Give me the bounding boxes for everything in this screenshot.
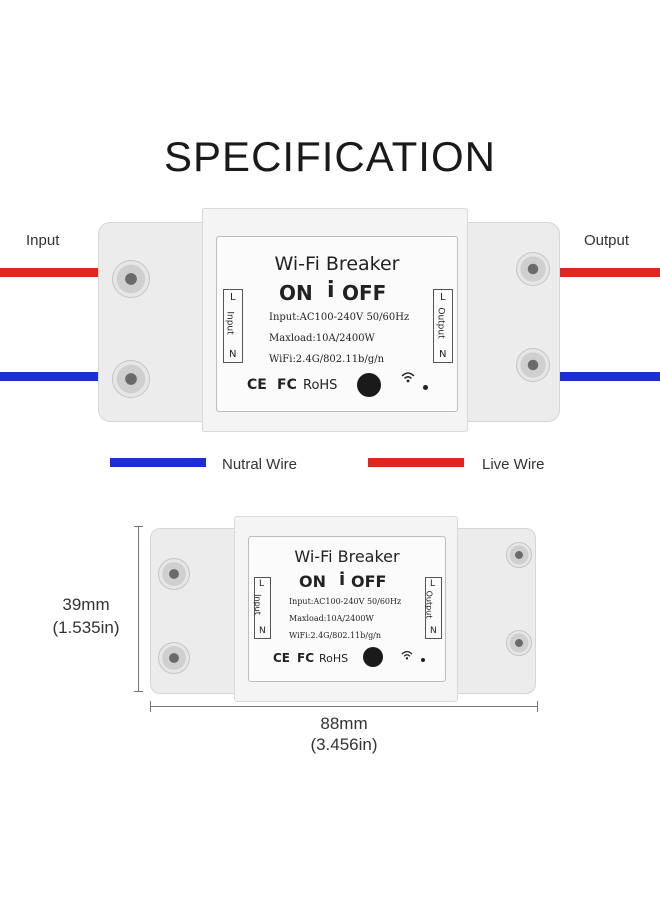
rohs-mark: RoHS bbox=[319, 652, 349, 665]
on-text: ON bbox=[279, 281, 313, 305]
output-terminal-label: L Output N bbox=[433, 289, 453, 363]
i-text: i bbox=[327, 278, 335, 303]
screw-hole bbox=[506, 542, 532, 568]
wifi-breaker-device-small: Wi-Fi Breaker ON i OFF Input:AC100-240V … bbox=[150, 516, 536, 702]
screw-hole bbox=[516, 252, 550, 286]
input-live-wire bbox=[0, 268, 110, 277]
input-terminal-label: L Input N bbox=[223, 289, 243, 363]
ce-mark: CE bbox=[273, 651, 291, 665]
spec-input: Input:AC100-240V 50/60Hz bbox=[269, 312, 410, 323]
height-dimension-line bbox=[138, 526, 139, 692]
width-dimension-tick bbox=[537, 701, 538, 712]
device-name: Wi-Fi Breaker bbox=[294, 547, 400, 566]
output-neutral-wire bbox=[552, 372, 660, 381]
wifi-icon bbox=[401, 647, 413, 665]
spec-input: Input:AC100-240V 50/60Hz bbox=[289, 597, 402, 606]
height-dimension-tick bbox=[134, 526, 143, 527]
fc-mark: FC bbox=[277, 377, 297, 393]
ce-mark: CE bbox=[247, 377, 267, 393]
input-neutral-wire bbox=[0, 372, 110, 381]
status-led bbox=[423, 385, 428, 390]
page-title: SPECIFICATION bbox=[164, 133, 496, 180]
on-text: ON bbox=[299, 572, 326, 591]
output-terminal-label: L Output N bbox=[424, 577, 442, 639]
width-dimension-line bbox=[150, 706, 538, 707]
label-panel: Wi-Fi Breaker ON i OFF Input:AC100-240V … bbox=[216, 236, 458, 412]
height-in: (1.535in) bbox=[52, 618, 120, 637]
screw-hole bbox=[516, 348, 550, 382]
pairing-button[interactable] bbox=[363, 647, 383, 667]
neutral-legend-label: Nutral Wire bbox=[222, 456, 298, 473]
pairing-button[interactable] bbox=[357, 373, 381, 397]
input-terminal-label: L Input N bbox=[253, 577, 271, 639]
width-in: (3.456in) bbox=[310, 735, 378, 754]
screw-hole bbox=[158, 642, 190, 674]
live-legend-swatch bbox=[368, 458, 464, 467]
spec-wifi: WiFi:2.4G/802.11b/g/n bbox=[289, 631, 382, 640]
off-text: OFF bbox=[342, 281, 387, 305]
height-dimension-tick bbox=[134, 691, 143, 692]
i-text: i bbox=[339, 569, 346, 590]
height-mm: 39mm bbox=[62, 595, 110, 614]
screw-hole bbox=[506, 630, 532, 656]
status-led bbox=[421, 658, 425, 662]
output-live-wire bbox=[552, 268, 660, 277]
width-mm: 88mm bbox=[320, 714, 368, 733]
device-name: Wi-Fi Breaker bbox=[274, 253, 400, 275]
screw-hole bbox=[158, 558, 190, 590]
spec-load: Maxload:10A/2400W bbox=[289, 614, 374, 623]
left-end-cap bbox=[98, 222, 210, 422]
output-label: Output bbox=[584, 232, 630, 249]
live-legend-label: Live Wire bbox=[482, 456, 545, 473]
wifi-breaker-device-large: Wi-Fi Breaker ON i OFF Input:AC100-240V … bbox=[98, 208, 560, 432]
neutral-legend-swatch bbox=[110, 458, 206, 467]
screw-hole bbox=[112, 360, 150, 398]
width-dimension-tick bbox=[150, 701, 151, 712]
fc-mark: FC bbox=[297, 651, 315, 665]
screw-hole bbox=[112, 260, 150, 298]
wifi-icon bbox=[401, 371, 415, 386]
spec-load: Maxload:10A/2400W bbox=[269, 333, 375, 344]
off-text: OFF bbox=[351, 572, 387, 591]
spec-wifi: WiFi:2.4G/802.11b/g/n bbox=[269, 354, 385, 365]
label-panel: Wi-Fi Breaker ON i OFF Input:AC100-240V … bbox=[248, 536, 446, 682]
input-label: Input bbox=[26, 232, 60, 249]
rohs-mark: RoHS bbox=[303, 378, 338, 393]
